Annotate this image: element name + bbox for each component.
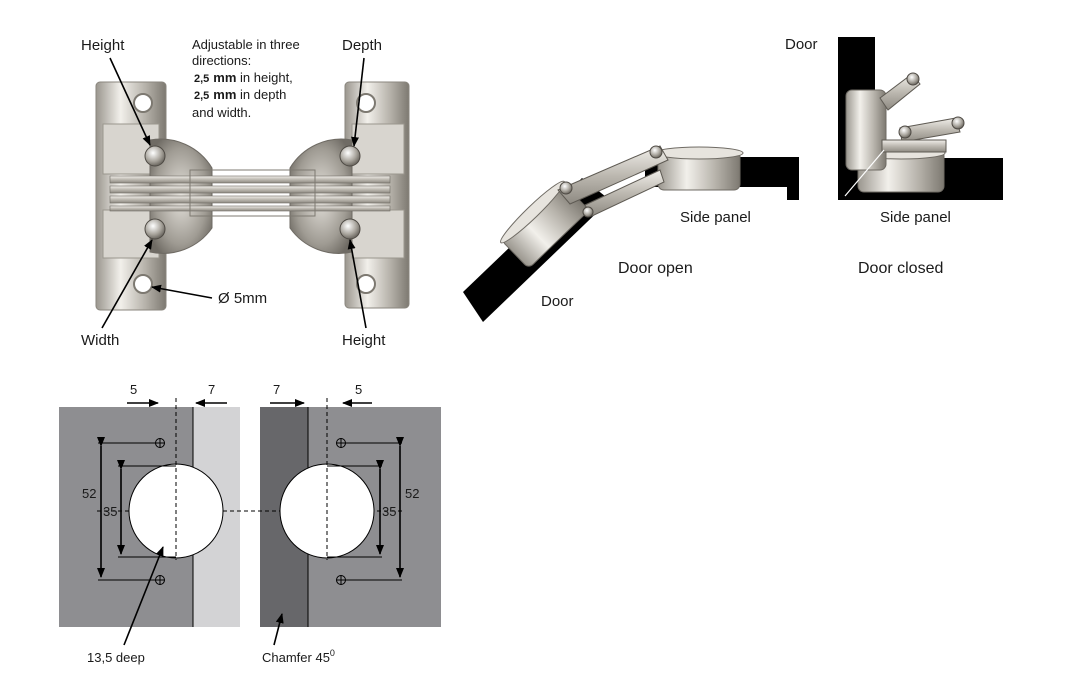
chamfer-text: Chamfer 45: [262, 650, 330, 665]
chamfer-note: Chamfer 450: [262, 648, 335, 665]
label-height-top: Height: [81, 37, 125, 54]
adjust-note-line4: 2,5 mm in depth: [194, 87, 286, 102]
adjust-value-depth: 2,5: [194, 90, 209, 102]
adjust-rest-height: in height,: [236, 70, 292, 85]
door-closed-panel-label: Side panel: [880, 209, 951, 226]
dim-35-right: 35: [382, 504, 396, 519]
label-depth: Depth: [342, 37, 382, 54]
door-open-illustration: Side panel Door open Door: [463, 145, 799, 322]
dim-52-right: 52: [405, 486, 419, 501]
arrow-hole-diameter: [151, 284, 213, 299]
dim-top-left-edge: 7: [208, 382, 215, 397]
door-closed-illustration: Door Side panel Door closed: [785, 36, 1003, 277]
adjust-value-height: 2,5: [194, 73, 209, 85]
arrow-width: [101, 239, 153, 329]
adjust-unit-depth: mm: [213, 87, 236, 102]
hinge-arms: [109, 169, 391, 217]
label-width: Width: [81, 332, 119, 349]
label-height-bottom: Height: [342, 332, 386, 349]
arrow-depth: [351, 57, 365, 147]
depth-note: 13,5 deep: [87, 650, 145, 665]
drilling-diagram: 52 35 52 35 5 7 7 5 13,5 deep Chamfer 45…: [59, 382, 441, 665]
adjust-unit-height: mm: [213, 70, 236, 85]
adjusting-screws: [144, 145, 361, 240]
chamfer-sup: 0: [330, 648, 335, 658]
label-hole-diameter: Ø 5mm: [218, 290, 267, 307]
door-open-title: Door open: [618, 260, 693, 277]
dim-52-left: 52: [82, 486, 96, 501]
adjust-note-line2: directions:: [192, 53, 251, 68]
door-closed-title: Door closed: [858, 260, 943, 277]
hinge-photo: Height Depth Width Height Ø 5mm Adjustab…: [81, 37, 410, 349]
adjust-note-line1: Adjustable in three: [192, 37, 300, 52]
right-mounting-plate: [344, 81, 410, 309]
door-open-door-label: Door: [541, 293, 574, 310]
dim-top-right-edge: 7: [273, 382, 280, 397]
drilling-screw-holes: [155, 438, 346, 585]
adjust-note: Adjustable in three directions: 2,5 mm in…: [192, 37, 300, 120]
adjust-note-line3: 2,5 mm in height,: [194, 70, 293, 85]
adjust-note-line5: and width.: [192, 105, 251, 120]
door-closed-door-label: Door: [785, 36, 818, 53]
arrow-height-top: [109, 57, 151, 146]
dim-top-right-offset: 5: [355, 382, 362, 397]
door-open-panel-label: Side panel: [680, 209, 751, 226]
adjust-rest-depth: in depth: [236, 87, 286, 102]
dim-top-left-offset: 5: [130, 382, 137, 397]
arrow-height-bottom: [347, 239, 367, 329]
dim-35-left: 35: [103, 504, 117, 519]
